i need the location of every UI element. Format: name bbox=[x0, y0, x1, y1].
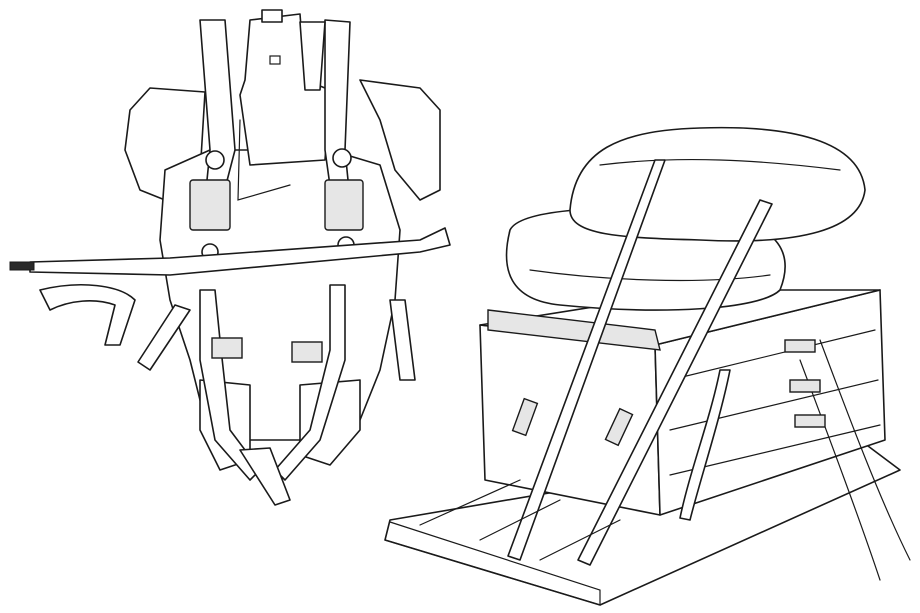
platform-lashings bbox=[419, 479, 621, 561]
rigging-strap-left bbox=[507, 159, 666, 561]
rigging-strap-side bbox=[679, 369, 731, 521]
left-leg-tail bbox=[137, 304, 191, 371]
right-leg-tail bbox=[389, 299, 416, 381]
bundle-ties bbox=[529, 158, 841, 282]
platform-edge bbox=[384, 521, 601, 606]
left-chest-buckle bbox=[189, 179, 231, 231]
strap-buckle-left bbox=[511, 397, 539, 437]
strap-clip bbox=[9, 261, 35, 271]
flag-patch bbox=[269, 55, 281, 65]
rigging-strap-right bbox=[577, 199, 773, 566]
ripcord-cable bbox=[237, 119, 291, 201]
strap-buckle-right bbox=[604, 407, 634, 447]
waist-strap bbox=[29, 227, 451, 276]
right-flap bbox=[359, 79, 441, 201]
crotch-strap bbox=[239, 447, 291, 506]
right-chest-buckle bbox=[324, 179, 364, 231]
right-leg-strap bbox=[274, 284, 346, 481]
right-d-ring bbox=[332, 148, 352, 168]
strap-end bbox=[299, 21, 326, 91]
left-d-ring bbox=[205, 150, 225, 170]
parachute-harness bbox=[9, 9, 451, 506]
left-leg-buckle bbox=[211, 337, 243, 359]
right-leg-buckle bbox=[291, 341, 323, 363]
upper-parachute-bundle bbox=[569, 126, 866, 242]
loose-strap bbox=[39, 284, 136, 346]
airdrop-cargo-platform bbox=[384, 126, 911, 606]
top-handle bbox=[261, 9, 283, 23]
right-shoulder-strap bbox=[324, 19, 351, 201]
tie-down-clevises bbox=[784, 339, 826, 428]
